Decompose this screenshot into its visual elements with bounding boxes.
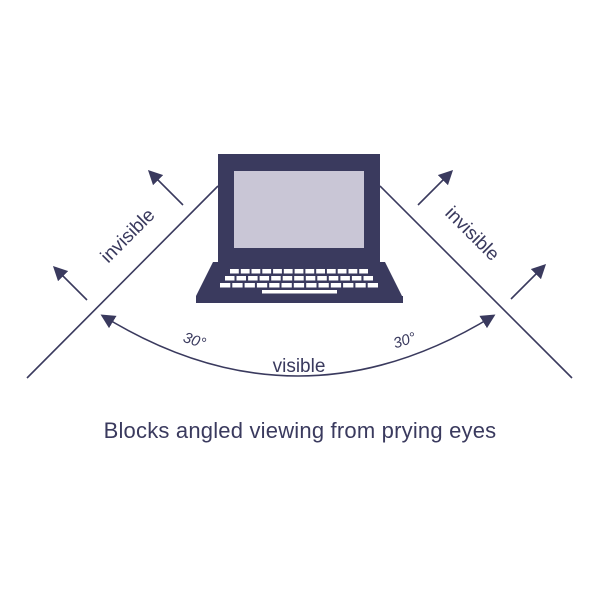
left-invisible-label: invisible xyxy=(97,205,160,268)
keyboard-key xyxy=(340,276,350,281)
keyboard-key xyxy=(256,283,268,288)
caption: Blocks angled viewing from prying eyes xyxy=(103,418,497,443)
keyboard-spacebar xyxy=(262,290,337,294)
keyboard-key xyxy=(283,269,293,274)
keyboard-key xyxy=(294,276,304,281)
keyboard-key xyxy=(318,283,329,288)
right-boundary-line xyxy=(379,185,573,379)
laptop-icon xyxy=(196,154,403,303)
keyboard-key xyxy=(317,276,327,281)
keyboard-key xyxy=(232,283,243,288)
keyboard-key xyxy=(248,276,258,281)
keyboard-key xyxy=(306,283,317,288)
arrow-icon xyxy=(52,265,88,301)
arrow-icon xyxy=(147,169,184,206)
keyboard-key xyxy=(348,269,358,274)
keyboard-key xyxy=(240,269,250,274)
right-angle-label: 30° xyxy=(391,329,418,352)
laptop-keys xyxy=(220,269,378,294)
keyboard-key xyxy=(259,276,270,281)
keyboard-key xyxy=(305,269,315,274)
visible-label: visible xyxy=(273,356,326,377)
keyboard-key xyxy=(343,283,354,288)
keyboard-key xyxy=(262,269,272,274)
keyboard-key xyxy=(220,283,231,288)
keyboard-key xyxy=(236,276,246,281)
left-boundary-line xyxy=(26,185,219,379)
keyboard-key xyxy=(294,269,304,274)
keyboard-key xyxy=(328,276,339,281)
keyboard-key xyxy=(351,276,362,281)
visible-range-arc xyxy=(100,314,496,377)
keyboard-key xyxy=(355,283,366,288)
arrow-icon xyxy=(510,263,547,300)
keyboard-key xyxy=(363,276,373,281)
keyboard-key xyxy=(326,269,336,274)
keyboard-key xyxy=(269,283,280,288)
keyboard-key xyxy=(337,269,347,274)
keyboard-key xyxy=(330,283,342,288)
left-angle-label: 30° xyxy=(181,329,208,352)
keyboard-key xyxy=(359,269,368,274)
keyboard-key xyxy=(293,283,305,288)
keyboard-key xyxy=(305,276,316,281)
arrow-icon xyxy=(417,169,454,206)
laptop-base-edge xyxy=(196,296,403,303)
keyboard-key xyxy=(271,276,281,281)
keyboard-key xyxy=(225,276,235,281)
laptop-screen xyxy=(234,171,364,248)
keyboard-key xyxy=(367,283,378,288)
keyboard-key xyxy=(230,269,239,274)
keyboard-key xyxy=(281,283,292,288)
keyboard-key xyxy=(244,283,255,288)
keyboard-key xyxy=(282,276,293,281)
keyboard-key xyxy=(251,269,261,274)
keyboard-key xyxy=(273,269,282,274)
keyboard-key xyxy=(316,269,325,274)
